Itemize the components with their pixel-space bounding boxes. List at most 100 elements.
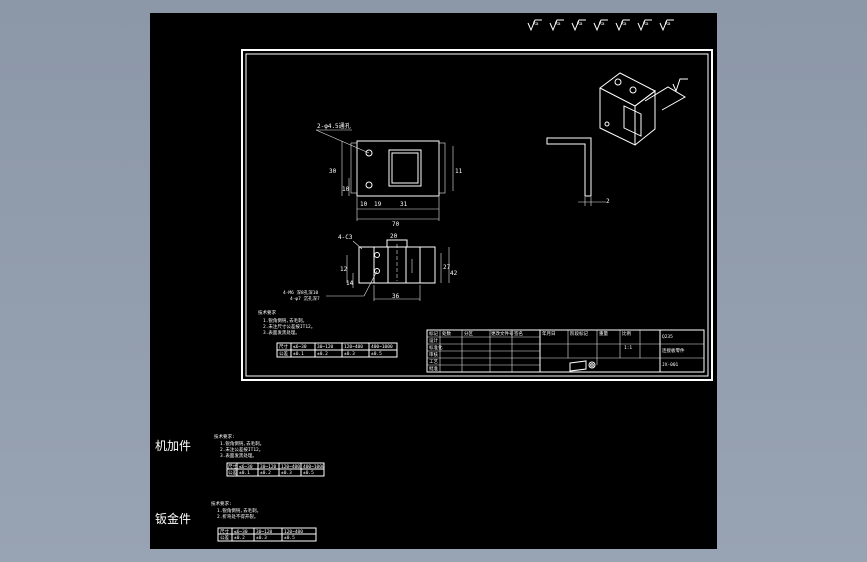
dim-label: 14 xyxy=(346,280,354,287)
mount-hole xyxy=(365,149,373,157)
svg-text:Ra: Ra xyxy=(621,21,627,27)
mount-hole xyxy=(365,181,373,189)
table-cell: 120~400 xyxy=(281,464,300,470)
svg-text:Ra: Ra xyxy=(643,21,649,27)
tech-requirements: 技术要求 1.锐角倒钝,去毛刺。 2.未注尺寸公差按IT12。 3.表面发黑处理… xyxy=(258,309,315,336)
title-label: 比例 xyxy=(622,330,631,337)
table-cell: 120~400 xyxy=(284,529,303,535)
roughness-symbol: Ra xyxy=(659,19,674,32)
table-cell: ±0.2 xyxy=(317,351,328,357)
threaded-hole xyxy=(374,252,380,258)
note-heading: 技术要求: xyxy=(211,500,232,507)
table-cell: 120~400 xyxy=(344,344,363,350)
profile-outline xyxy=(546,137,592,197)
table-cell: 尺寸 xyxy=(220,528,229,535)
top-view: 2-φ4.5通孔 30 10 10 19 31 70 11 xyxy=(315,122,463,228)
table-cell: ±0.2 xyxy=(260,470,271,476)
note-line: 1.锐角倒钝,去毛刺。 xyxy=(217,507,261,514)
roughness-symbol xyxy=(672,78,688,93)
table-cell: 30~120 xyxy=(256,529,273,535)
title-label: 批准 xyxy=(429,365,438,372)
projection-symbol xyxy=(569,360,587,372)
title-label: 年月日 xyxy=(542,330,556,337)
table-cell: ±0.5 xyxy=(371,351,382,357)
dim-label: 10 xyxy=(360,201,368,208)
title-label: 工艺 xyxy=(429,359,438,365)
roughness-symbols: Ra Ra Ra Ra Ra Ra Ra xyxy=(527,19,674,32)
table-cell: ±0.5 xyxy=(284,535,295,541)
sheet-inner-border xyxy=(245,53,709,377)
svg-text:Ra: Ra xyxy=(555,21,561,27)
title-label: 处数 xyxy=(442,330,451,337)
table-cell: 400~1000 xyxy=(371,344,393,350)
dim-label: 27 xyxy=(443,264,451,271)
dim-label: 2 xyxy=(606,198,610,205)
svg-text:Ra: Ra xyxy=(599,21,605,27)
dim-label: 42 xyxy=(450,270,458,277)
roughness-symbol: Ra xyxy=(615,19,630,32)
note-line: 3.表面发黑处理。 xyxy=(220,452,257,459)
table-cell: ≤6~30 xyxy=(234,529,248,535)
roughness-symbol: Ra xyxy=(637,19,652,32)
title-block: 标记 处数 分区 更改文件号 签名 年月日 设计 标准化 审核 工艺 批准 阶段… xyxy=(426,329,705,373)
tolerance-table: 尺寸 ≤6~30 30~120 120~400 400~1000 公差 ±0.1… xyxy=(276,342,398,358)
part-name: 连接板零件 xyxy=(662,347,685,354)
table-cell: ≤6~30 xyxy=(293,344,307,350)
cad-drawing: Ra Ra Ra Ra Ra Ra Ra 2-φ4.5通孔 30 10 10 1… xyxy=(155,19,713,542)
table-cell: ±0.3 xyxy=(344,351,355,357)
hole-callout: 4-M6 深8孔深10 xyxy=(283,289,318,296)
sheet-outer-border xyxy=(241,49,713,381)
table-cell: ±0.3 xyxy=(256,535,267,541)
note-line: 2.折弯处不得开裂。 xyxy=(217,513,258,520)
roughness-symbol: Ra xyxy=(593,19,608,32)
roughness-symbol: Ra xyxy=(527,19,542,32)
svg-text:Ra: Ra xyxy=(665,21,671,27)
table-cell: ±0.5 xyxy=(303,470,314,476)
note-label: 机加件 xyxy=(155,439,191,453)
bracket-outline xyxy=(358,239,436,284)
side-view: 2 xyxy=(546,137,610,206)
title-label: 标准化 xyxy=(429,344,443,351)
tech-req-heading: 技术要求 xyxy=(258,309,276,316)
table-cell: 400~1000 xyxy=(303,464,325,470)
roughness-symbol: Ra xyxy=(549,19,564,32)
table-cell: 公差 xyxy=(228,469,237,476)
scale-value: 1:1 xyxy=(624,345,632,351)
note-heading: 技术要求: xyxy=(214,433,235,440)
tech-req-line: 3.表面发黑处理。 xyxy=(263,329,300,336)
dim-label: 19 xyxy=(374,201,382,208)
isometric-view xyxy=(599,72,688,146)
side-note-machined: 机加件 技术要求: 1.锐角倒钝,去毛刺。 2.未注公差按IT12。 3.表面发… xyxy=(155,433,325,477)
dim-label: 12 xyxy=(340,266,348,273)
tech-req-line: 2.未注尺寸公差按IT12。 xyxy=(263,323,315,330)
square-cutout xyxy=(388,149,422,187)
dim-label: 20 xyxy=(390,233,398,240)
chamfer-note: 4-C3 xyxy=(338,234,353,241)
threaded-hole xyxy=(374,268,380,274)
tech-req-line: 1.锐角倒钝,去毛刺。 xyxy=(263,317,307,324)
table-cell: ±0.2 xyxy=(234,535,245,541)
roughness-symbol: Ra xyxy=(571,19,586,32)
title-label: 设计 xyxy=(429,337,438,344)
title-label: 签名 xyxy=(514,330,523,337)
table-cell: 30~120 xyxy=(260,464,277,470)
table-cell: 尺寸 xyxy=(228,463,237,470)
dim-label: 36 xyxy=(392,293,400,300)
hole-note: 2-φ4.5通孔 xyxy=(317,122,351,130)
svg-text:Ra: Ra xyxy=(577,21,583,27)
drawing-viewport[interactable]: Ra Ra Ra Ra Ra Ra Ra 2-φ4.5通孔 30 10 10 1… xyxy=(150,13,717,549)
dim-label: 31 xyxy=(400,201,408,208)
table-cell: 30~120 xyxy=(317,344,334,350)
note-label: 钣金件 xyxy=(155,511,191,526)
title-label: 分区 xyxy=(464,330,473,337)
table-cell: 尺寸 xyxy=(279,343,288,350)
table-cell: ±0.1 xyxy=(293,351,304,357)
dim-label: 30 xyxy=(329,168,337,175)
front-view: 20 4-C3 12 14 27 42 36 4-M6 深8孔深10 4-φ7 … xyxy=(283,233,458,302)
table-cell: ±0.1 xyxy=(239,470,250,476)
material-value: Q235 xyxy=(662,334,673,340)
table-cell: 公差 xyxy=(279,350,288,357)
note-line: 2.未注公差按IT12。 xyxy=(220,446,263,453)
title-label: 阶段标记 xyxy=(570,330,588,337)
dim-label: 10 xyxy=(342,186,350,193)
